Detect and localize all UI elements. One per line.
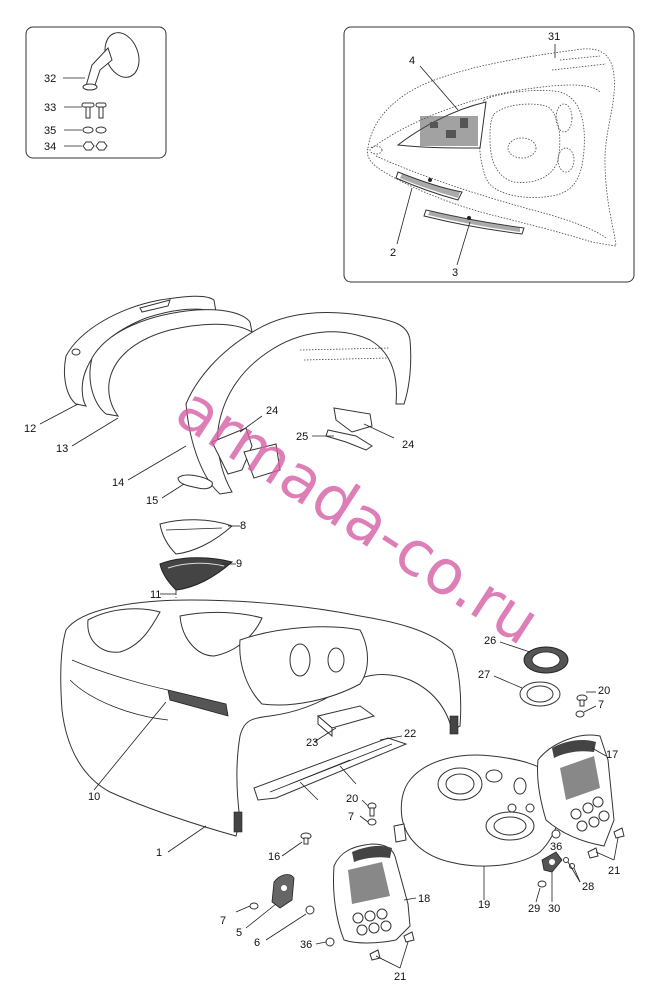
label-27: 27 (478, 669, 490, 681)
clip-21-right-a (587, 847, 599, 859)
label-4: 4 (409, 55, 415, 67)
nut-36-left (325, 937, 335, 947)
label-31: 31 (548, 31, 560, 43)
side-panel-part-17 (537, 734, 615, 847)
label-23: 23 (306, 737, 318, 749)
label-26: 26 (484, 635, 496, 647)
lens-part-8 (159, 519, 233, 555)
label-21-right: 21 (608, 865, 620, 877)
label-22: 22 (404, 728, 416, 740)
bracket-part-28 (541, 851, 563, 873)
label-17: 17 (606, 749, 618, 761)
nut-part-34 (82, 141, 108, 151)
strip-part-25 (325, 429, 373, 451)
label-15: 15 (146, 495, 158, 507)
pad-part-23 (316, 705, 376, 738)
label-6: 6 (254, 937, 260, 949)
screw-part-20-center (367, 802, 377, 826)
label-24-left: 24 (266, 405, 278, 417)
label-7-right: 7 (598, 699, 604, 711)
label-12: 12 (24, 423, 36, 435)
label-19: 19 (478, 899, 490, 911)
label-18: 18 (418, 893, 430, 905)
hinge-part-5 (271, 874, 295, 909)
label-29: 29 (528, 903, 540, 915)
label-30: 30 (548, 903, 560, 915)
label-35: 35 (44, 125, 56, 137)
clip-21-left-a (369, 949, 381, 961)
label-1: 1 (156, 847, 162, 859)
screw-part-33 (81, 102, 107, 119)
label-36-right: 36 (550, 841, 562, 853)
label-9: 9 (236, 558, 242, 570)
washer-29 (537, 880, 547, 888)
screw-part-16 (300, 832, 312, 845)
cap-part-15 (177, 474, 213, 490)
washer-part-35 (82, 126, 107, 134)
console-part-19 (393, 754, 562, 867)
label-25: 25 (296, 431, 308, 443)
trim-panel-14 (185, 312, 412, 495)
housing-part-9 (159, 557, 234, 591)
label-34: 34 (44, 141, 56, 153)
hull-part-1 (60, 599, 462, 837)
clip-21-right-b (613, 827, 625, 839)
trim-panel-12 (63, 295, 217, 407)
label-3: 3 (452, 267, 458, 279)
label-28: 28 (582, 881, 594, 893)
label-16: 16 (268, 851, 280, 863)
clip-21-left-b (403, 931, 415, 943)
label-14: 14 (112, 477, 124, 489)
clip-part-24-right (333, 407, 373, 433)
label-7-center: 7 (348, 811, 354, 823)
label-5: 5 (236, 927, 242, 939)
nut-36-right (551, 829, 561, 839)
label-13: 13 (56, 443, 68, 455)
trim-panel-13 (89, 309, 253, 417)
inset-box-mirror (25, 26, 167, 159)
gauge-ring-part-26 (523, 646, 569, 674)
label-32: 32 (44, 73, 56, 85)
tray-part-22 (253, 737, 408, 801)
label-8: 8 (240, 520, 246, 532)
clip-part-24-face (243, 443, 281, 479)
label-24-right: 24 (402, 439, 414, 451)
deck-top-view (367, 48, 617, 247)
label-2: 2 (390, 247, 396, 259)
cap-6 (305, 905, 315, 915)
screw-part-20-right (575, 694, 588, 718)
label-7-left: 7 (220, 915, 226, 927)
label-11: 11 (150, 589, 161, 601)
mirror-part-32 (82, 32, 140, 91)
inset-box-deck (343, 26, 635, 283)
label-10: 10 (88, 791, 100, 803)
side-panel-part-18 (333, 843, 411, 944)
label-33: 33 (44, 102, 56, 114)
gauge-bezel-part-27 (519, 681, 561, 707)
label-36-left: 36 (300, 939, 312, 951)
label-20-center: 20 (346, 793, 358, 805)
screw-30 (563, 857, 569, 863)
label-21-left: 21 (394, 971, 406, 983)
label-20-right: 20 (598, 685, 610, 697)
washer-7-left (249, 902, 259, 910)
